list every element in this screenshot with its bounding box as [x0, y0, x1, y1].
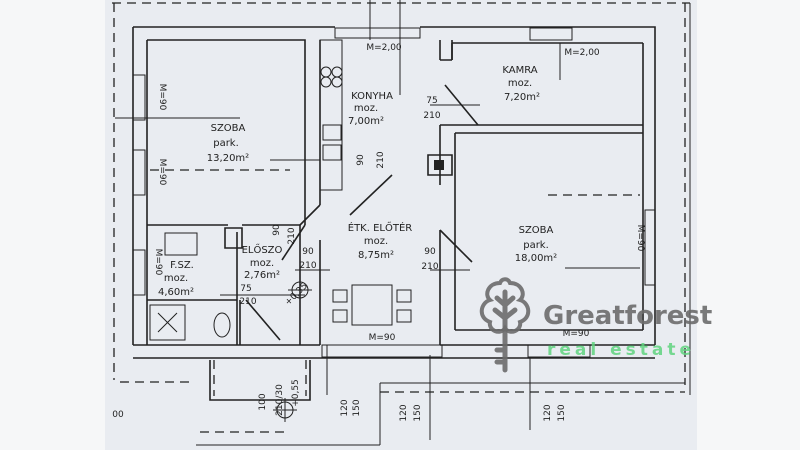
dim-label: 210/30 [275, 384, 285, 416]
dim-label: M=90 [157, 159, 167, 186]
room-name: ELŐSZO [242, 242, 283, 256]
room-area: 7,20m² [504, 92, 540, 103]
dim-label: M=90 [157, 84, 167, 111]
chimney-icon [434, 160, 444, 170]
room-area: 2,76m² [244, 270, 280, 281]
dim-label: 120 [543, 404, 553, 421]
room-area: 7,00m² [348, 116, 384, 127]
room-name: F.SZ. [170, 260, 194, 271]
fixtures [115, 0, 640, 440]
room-name: SZOBA [519, 225, 554, 236]
dim-label: 120 [340, 399, 350, 416]
room-etk-eloter: ÉTK. ELŐTÉR moz. 8,75m² [348, 220, 413, 261]
dim-label: M=2,00 [564, 48, 600, 58]
room-szoba-right: SZOBA park. 18,00m² [515, 225, 557, 264]
room-floor: moz. [164, 273, 188, 284]
sink-icon [322, 124, 342, 141]
greatforest-logo: Greatforest real estate [479, 277, 712, 373]
room-floor: moz. [364, 236, 388, 247]
room-konyha: KONYHA moz. 7,00m² [348, 91, 393, 127]
dim-label: 210 [299, 261, 316, 271]
dim-label: 120 [399, 404, 409, 421]
room-floor: park. [213, 138, 239, 149]
logo-name: Greatforest [543, 301, 712, 331]
windows [132, 27, 656, 358]
dim-label: M=2,00 [366, 43, 402, 53]
tree-key-icon [479, 277, 531, 373]
room-szoba-left: SZOBA park. 13,20m² [207, 123, 249, 164]
kitchen-counter [319, 39, 343, 191]
room-area: 8,75m² [358, 250, 394, 261]
toilet-icon [213, 312, 231, 338]
room-floor: moz. [508, 78, 532, 89]
dim-label: 75 [240, 284, 251, 294]
room-floor: moz. [354, 103, 378, 114]
dim-label: 210 [421, 262, 438, 272]
room-floor: park. [523, 240, 549, 251]
bathtub-icon [164, 232, 198, 256]
dim-label: M=90 [153, 249, 163, 276]
stove-icon [320, 66, 343, 88]
room-area: 4,60m² [158, 287, 194, 298]
room-area: 13,20m² [207, 153, 249, 164]
dim-label: M=90 [635, 225, 645, 252]
dimension-labels: M=2,00 M=2,00 M=90 M=90 M=90 M=90 M=90 M… [112, 43, 645, 422]
dining-table-icon [332, 284, 412, 326]
room-name: KAMRA [502, 65, 537, 76]
room-kamra: KAMRA moz. 7,20m² [502, 65, 540, 103]
dim-label: 210 [239, 297, 256, 307]
room-name: SZOBA [211, 123, 246, 134]
dim-label: 150 [557, 404, 567, 421]
dim-label: 90 [424, 247, 436, 257]
room-name: KONYHA [351, 91, 393, 102]
room-area: 18,00m² [515, 253, 557, 264]
dim-label: 90 [356, 154, 366, 166]
dim-label: 00 [112, 410, 124, 420]
shower-icon [149, 304, 186, 341]
dim-label: M=90 [563, 329, 590, 339]
dim-label: 210 [376, 151, 386, 168]
dim-label: 90 [272, 224, 282, 236]
logo-tagline: real estate [547, 340, 695, 360]
dim-label: 210 [287, 227, 297, 244]
site-lines [112, 2, 691, 446]
dim-label: 150 [352, 399, 362, 416]
room-eloszo: ELŐSZO moz. 2,76m² [242, 242, 283, 281]
dim-label: 90 [302, 247, 314, 257]
room-fsz: F.SZ. moz. 4,60m² [158, 260, 194, 298]
room-name: ÉTK. ELŐTÉR [348, 220, 413, 234]
dim-label: M=90 [369, 333, 396, 343]
dim-label: 150 [413, 404, 423, 421]
dim-label: 100 [258, 393, 268, 410]
dim-label: +0,55 [291, 379, 301, 407]
room-floor: moz. [250, 258, 274, 269]
dim-label: 210 [423, 111, 440, 121]
dim-label: 75 [426, 96, 437, 106]
